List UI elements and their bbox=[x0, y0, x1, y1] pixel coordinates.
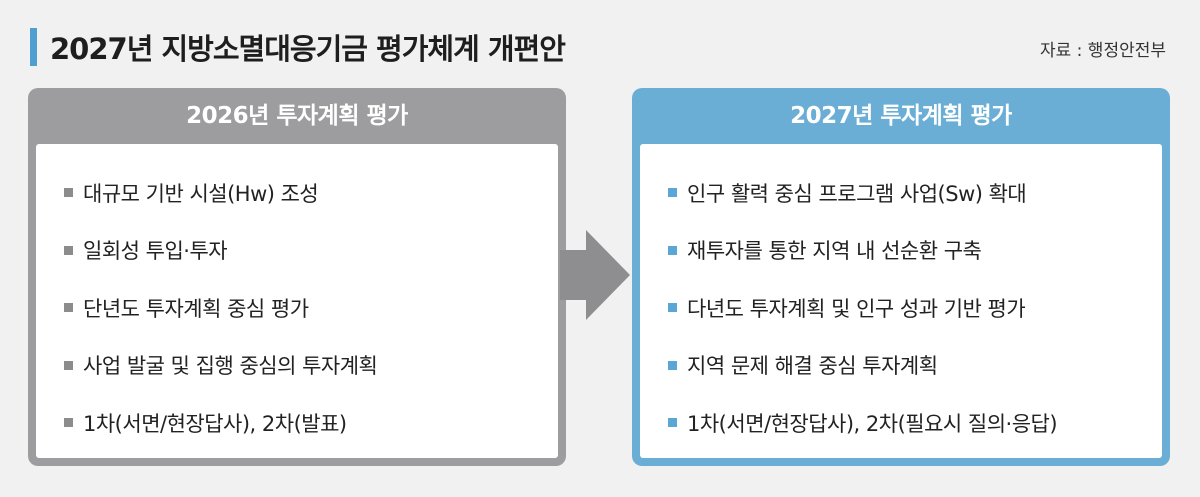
square-bullet-icon bbox=[668, 418, 677, 428]
square-bullet-icon bbox=[668, 188, 677, 198]
list-item-text: 일회성 투입·투자 bbox=[83, 239, 228, 264]
list-item-text: 사업 발굴 및 집행 중심의 투자계획 bbox=[83, 354, 378, 379]
list-item: 사업 발굴 및 집행 중심의 투자계획 bbox=[64, 337, 558, 395]
panel-2027-body: 인구 활력 중심 프로그램 사업(Sw) 확대 재투자를 통한 지역 내 선순환… bbox=[640, 144, 1162, 458]
list-item-text: 인구 활력 중심 프로그램 사업(Sw) 확대 bbox=[687, 181, 1027, 206]
list-item-text: 재투자를 통한 지역 내 선순환 구축 bbox=[687, 239, 982, 264]
square-bullet-icon bbox=[64, 360, 73, 370]
list-item-text: 단년도 투자계획 중심 평가 bbox=[83, 296, 309, 321]
list-item: 지역 문제 해결 중심 투자계획 bbox=[668, 337, 1162, 395]
square-bullet-icon bbox=[668, 360, 677, 370]
page-title: 2027년 지방소멸대응기금 평가체계 개편안 bbox=[50, 32, 566, 66]
panel-2027-title: 2027년 투자계획 평가 bbox=[790, 103, 1012, 129]
list-item: 1차(서면/현장답사), 2차(발표) bbox=[64, 394, 558, 452]
panel-2026-title: 2026년 투자계획 평가 bbox=[186, 103, 408, 129]
list-item-text: 1차(서면/현장답사), 2차(발표) bbox=[83, 411, 347, 436]
square-bullet-icon bbox=[668, 303, 677, 313]
list-item: 일회성 투입·투자 bbox=[64, 222, 558, 280]
square-bullet-icon bbox=[64, 188, 73, 198]
list-item-text: 대규모 기반 시설(Hw) 조성 bbox=[83, 181, 319, 206]
list-item: 재투자를 통한 지역 내 선순환 구축 bbox=[668, 222, 1162, 280]
list-item: 대규모 기반 시설(Hw) 조성 bbox=[64, 164, 558, 222]
list-item: 단년도 투자계획 중심 평가 bbox=[64, 279, 558, 337]
list-item: 인구 활력 중심 프로그램 사업(Sw) 확대 bbox=[668, 164, 1162, 222]
title-accent-bar bbox=[30, 28, 37, 66]
right-arrow-icon bbox=[560, 230, 630, 320]
panel-2026-body: 대규모 기반 시설(Hw) 조성 일회성 투입·투자 단년도 투자계획 중심 평… bbox=[36, 144, 558, 458]
list-item-text: 1차(서면/현장답사), 2차(필요시 질의·응답) bbox=[687, 411, 1058, 436]
square-bullet-icon bbox=[64, 418, 73, 428]
panel-2027: 2027년 투자계획 평가 인구 활력 중심 프로그램 사업(Sw) 확대 재투… bbox=[632, 88, 1170, 466]
square-bullet-icon bbox=[668, 245, 677, 255]
square-bullet-icon bbox=[64, 303, 73, 313]
list-item-text: 다년도 투자계획 및 인구 성과 기반 평가 bbox=[687, 296, 1026, 321]
list-item: 다년도 투자계획 및 인구 성과 기반 평가 bbox=[668, 279, 1162, 337]
list-item-text: 지역 문제 해결 중심 투자계획 bbox=[687, 354, 938, 379]
panel-2026: 2026년 투자계획 평가 대규모 기반 시설(Hw) 조성 일회성 투입·투자… bbox=[28, 88, 566, 466]
list-item: 1차(서면/현장답사), 2차(필요시 질의·응답) bbox=[668, 394, 1162, 452]
source-label: 자료 : 행정안전부 bbox=[1039, 41, 1166, 61]
square-bullet-icon bbox=[64, 245, 73, 255]
